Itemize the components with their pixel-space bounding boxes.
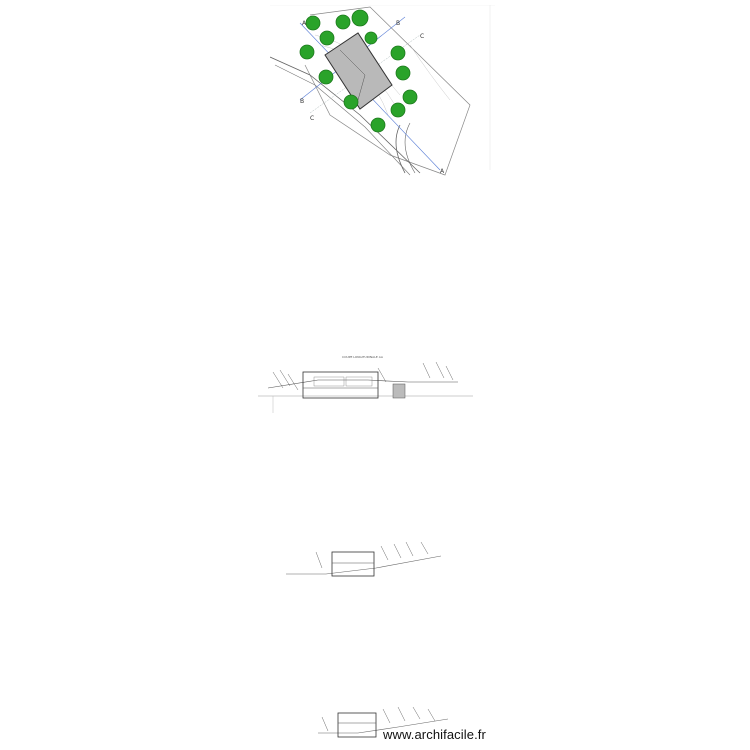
site-plan-drawing: A A B B C C xyxy=(270,5,495,176)
building-section xyxy=(331,551,375,577)
tree xyxy=(364,31,378,45)
tree xyxy=(351,9,369,27)
section-a-drawing xyxy=(258,361,473,413)
tree xyxy=(395,65,411,81)
road-line xyxy=(270,56,421,174)
section-marker: A xyxy=(440,168,445,175)
tree xyxy=(390,45,406,61)
tree xyxy=(390,102,406,118)
section-a xyxy=(258,358,473,414)
building-section xyxy=(337,712,377,738)
section-marker: C xyxy=(420,33,424,40)
building-section xyxy=(302,371,379,399)
section-b xyxy=(286,538,441,583)
tree xyxy=(318,69,334,85)
tree xyxy=(335,14,351,30)
dimension-annotations xyxy=(321,706,436,732)
section-b-drawing xyxy=(286,541,441,577)
section-c xyxy=(318,703,448,748)
driveway-curve xyxy=(395,124,406,174)
site-plan: A A B B C C xyxy=(270,5,495,177)
section-marker: C xyxy=(310,115,314,122)
tree xyxy=(299,44,315,60)
dimension-annotations xyxy=(272,361,454,391)
driveway-curve-2 xyxy=(404,122,416,174)
tree xyxy=(402,89,418,105)
section-c-drawing xyxy=(318,706,448,738)
road-line-2 xyxy=(274,64,411,176)
section-marker: B xyxy=(396,20,400,27)
section-a-title: COUPE LONGITUDINALE AA xyxy=(342,355,383,359)
tree xyxy=(343,94,359,110)
property-boundary xyxy=(304,6,471,176)
trees xyxy=(299,9,418,133)
section-marker: A xyxy=(302,20,307,27)
house-roof-ridge xyxy=(339,49,366,101)
tree xyxy=(305,15,321,31)
tree xyxy=(319,30,335,46)
section-marker: B xyxy=(300,98,304,105)
dimension-annotations xyxy=(315,541,429,569)
watermark: www.archifacile.fr xyxy=(383,727,486,742)
tree xyxy=(370,117,386,133)
